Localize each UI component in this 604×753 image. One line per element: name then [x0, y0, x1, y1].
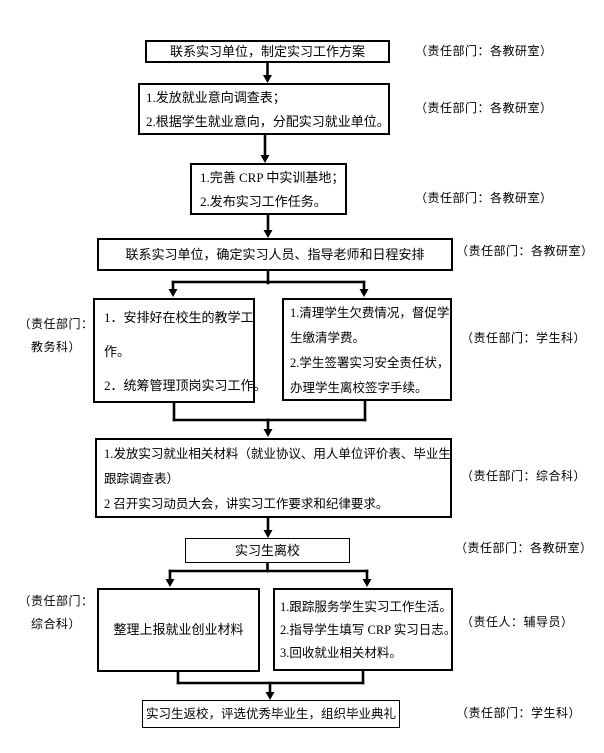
step-line: 2．统筹管理顶岗实习工作。 [104, 378, 267, 393]
step-box-contact-plan: 联系实习单位，制定实习工作方案 [145, 40, 390, 63]
connector-strokes [168, 60, 369, 696]
step-box-intention-survey: 1.发放就业意向调查表； 2.根据学生就业意向，分配实习就业单位。 [138, 83, 390, 135]
annotation-step5-left: （责任部门： 教务科） [14, 313, 98, 359]
step-box-students-leave: 实习生离校 [185, 538, 350, 563]
step-line: 3.回收就业相关材料。 [280, 646, 402, 660]
step-line: 1.完善 CRP 中实训基地； [200, 170, 345, 185]
step-box-crp-base: 1.完善 CRP 中实训基地； 2.发布实习工作任务。 [190, 163, 347, 215]
annotation-line: 综合科） [30, 617, 81, 631]
annotation-step4: （责任部门：各教研室） [456, 244, 594, 258]
step-box-confirm-arrangement: 联系实习单位，确定实习人员、指导老师和日程安排 [97, 238, 453, 271]
annotation-step9: （责任部门：学生科） [456, 706, 582, 720]
step-box-report-materials: 整理上报就业创业材料 [97, 588, 260, 672]
annotation-step5-right: （责任部门：学生科） [461, 331, 587, 345]
arrowhead-icon [265, 692, 275, 700]
step-line: 2.学生签署实习安全责任状， [290, 356, 450, 370]
step-line: 1．安排好在校生的教学工 [104, 310, 254, 325]
step-box-fees-safety: 1.清理学生欠费情况，督促学 生缴清学费。 2.学生签署实习安全责任状， 办理学… [282, 298, 452, 401]
step-box-teaching-arrangement: 1．安排好在校生的教学工 作。 2．统筹管理顶岗实习工作。 [93, 298, 267, 403]
arrowhead-icon [263, 429, 273, 437]
arrowhead-icon [260, 155, 270, 163]
annotation-step1: （责任部门：各教研室） [415, 44, 553, 58]
step-text: 实习生离校 [234, 542, 300, 558]
annotation-step3: （责任部门：各教研室） [415, 191, 553, 205]
step-line: 2.发布实习工作任务。 [200, 194, 327, 209]
step-line: 2.指导学生填写 CRP 实习日志。 [280, 623, 457, 637]
annotation-line: （责任部门： [18, 317, 94, 331]
step-box-return-ceremony: 实习生返校，评选优秀毕业生，组织毕业典礼 [142, 700, 400, 728]
step-line: 2.根据学生就业意向，分配实习就业单位。 [146, 114, 390, 129]
step-text: 实习生返校，评选优秀毕业生，组织毕业典礼 [145, 707, 396, 721]
step-text: 联系实习单位，确定实习人员、指导老师和日程安排 [125, 246, 425, 262]
annotation-line: （责任部门： [18, 594, 94, 608]
arrowhead-icon [362, 579, 372, 587]
step-box-track-service: 1.跟踪服务学生实习工作生活。 2.指导学生填写 CRP 实习日志。 3.回收就… [273, 588, 457, 671]
step-line: 2 召开实习动员大会，讲实习工作要求和纪律要求。 [104, 497, 389, 511]
step-text: 整理上报就业创业材料 [113, 622, 244, 637]
step-line: 1.发放就业意向调查表； [146, 90, 286, 105]
step-box-materials-mobilization: 1.发放实习就业相关材料（就业协议、用人单位评价表、毕业生 跟踪调查表） 2 召… [95, 438, 452, 518]
annotation-step8-left: （责任部门： 综合科） [14, 590, 98, 636]
step-line: 跟踪调查表） [104, 472, 180, 486]
step-line: 办理学生离校签字手续。 [290, 381, 428, 395]
arrowhead-icon [263, 530, 273, 538]
arrowhead-icon [359, 289, 369, 297]
arrowhead-icon [165, 579, 175, 587]
arrowheads [165, 75, 372, 700]
step-line: 1.发放实习就业相关材料（就业协议、用人单位评价表、毕业生 [104, 447, 451, 461]
arrowhead-icon [263, 75, 272, 83]
annotation-step2: （责任部门：各教研室） [415, 101, 553, 115]
arrowhead-icon [263, 230, 273, 238]
step-text: 联系实习单位，制定实习工作方案 [169, 43, 365, 59]
annotation-step6: （责任部门：综合科） [461, 469, 587, 483]
step-line: 1.跟踪服务学生实习工作生活。 [280, 600, 452, 614]
step-line: 作。 [104, 344, 131, 359]
annotation-line: 教务科） [30, 340, 81, 354]
step-line: 生缴清学费。 [290, 331, 366, 345]
arrowhead-icon [168, 289, 178, 297]
annotation-step7: （责任部门：各教研室） [455, 541, 593, 555]
step-line: 1.清理学生欠费情况，督促学 [290, 306, 450, 320]
annotation-step8-right: （责任人：辅导员） [461, 615, 574, 629]
